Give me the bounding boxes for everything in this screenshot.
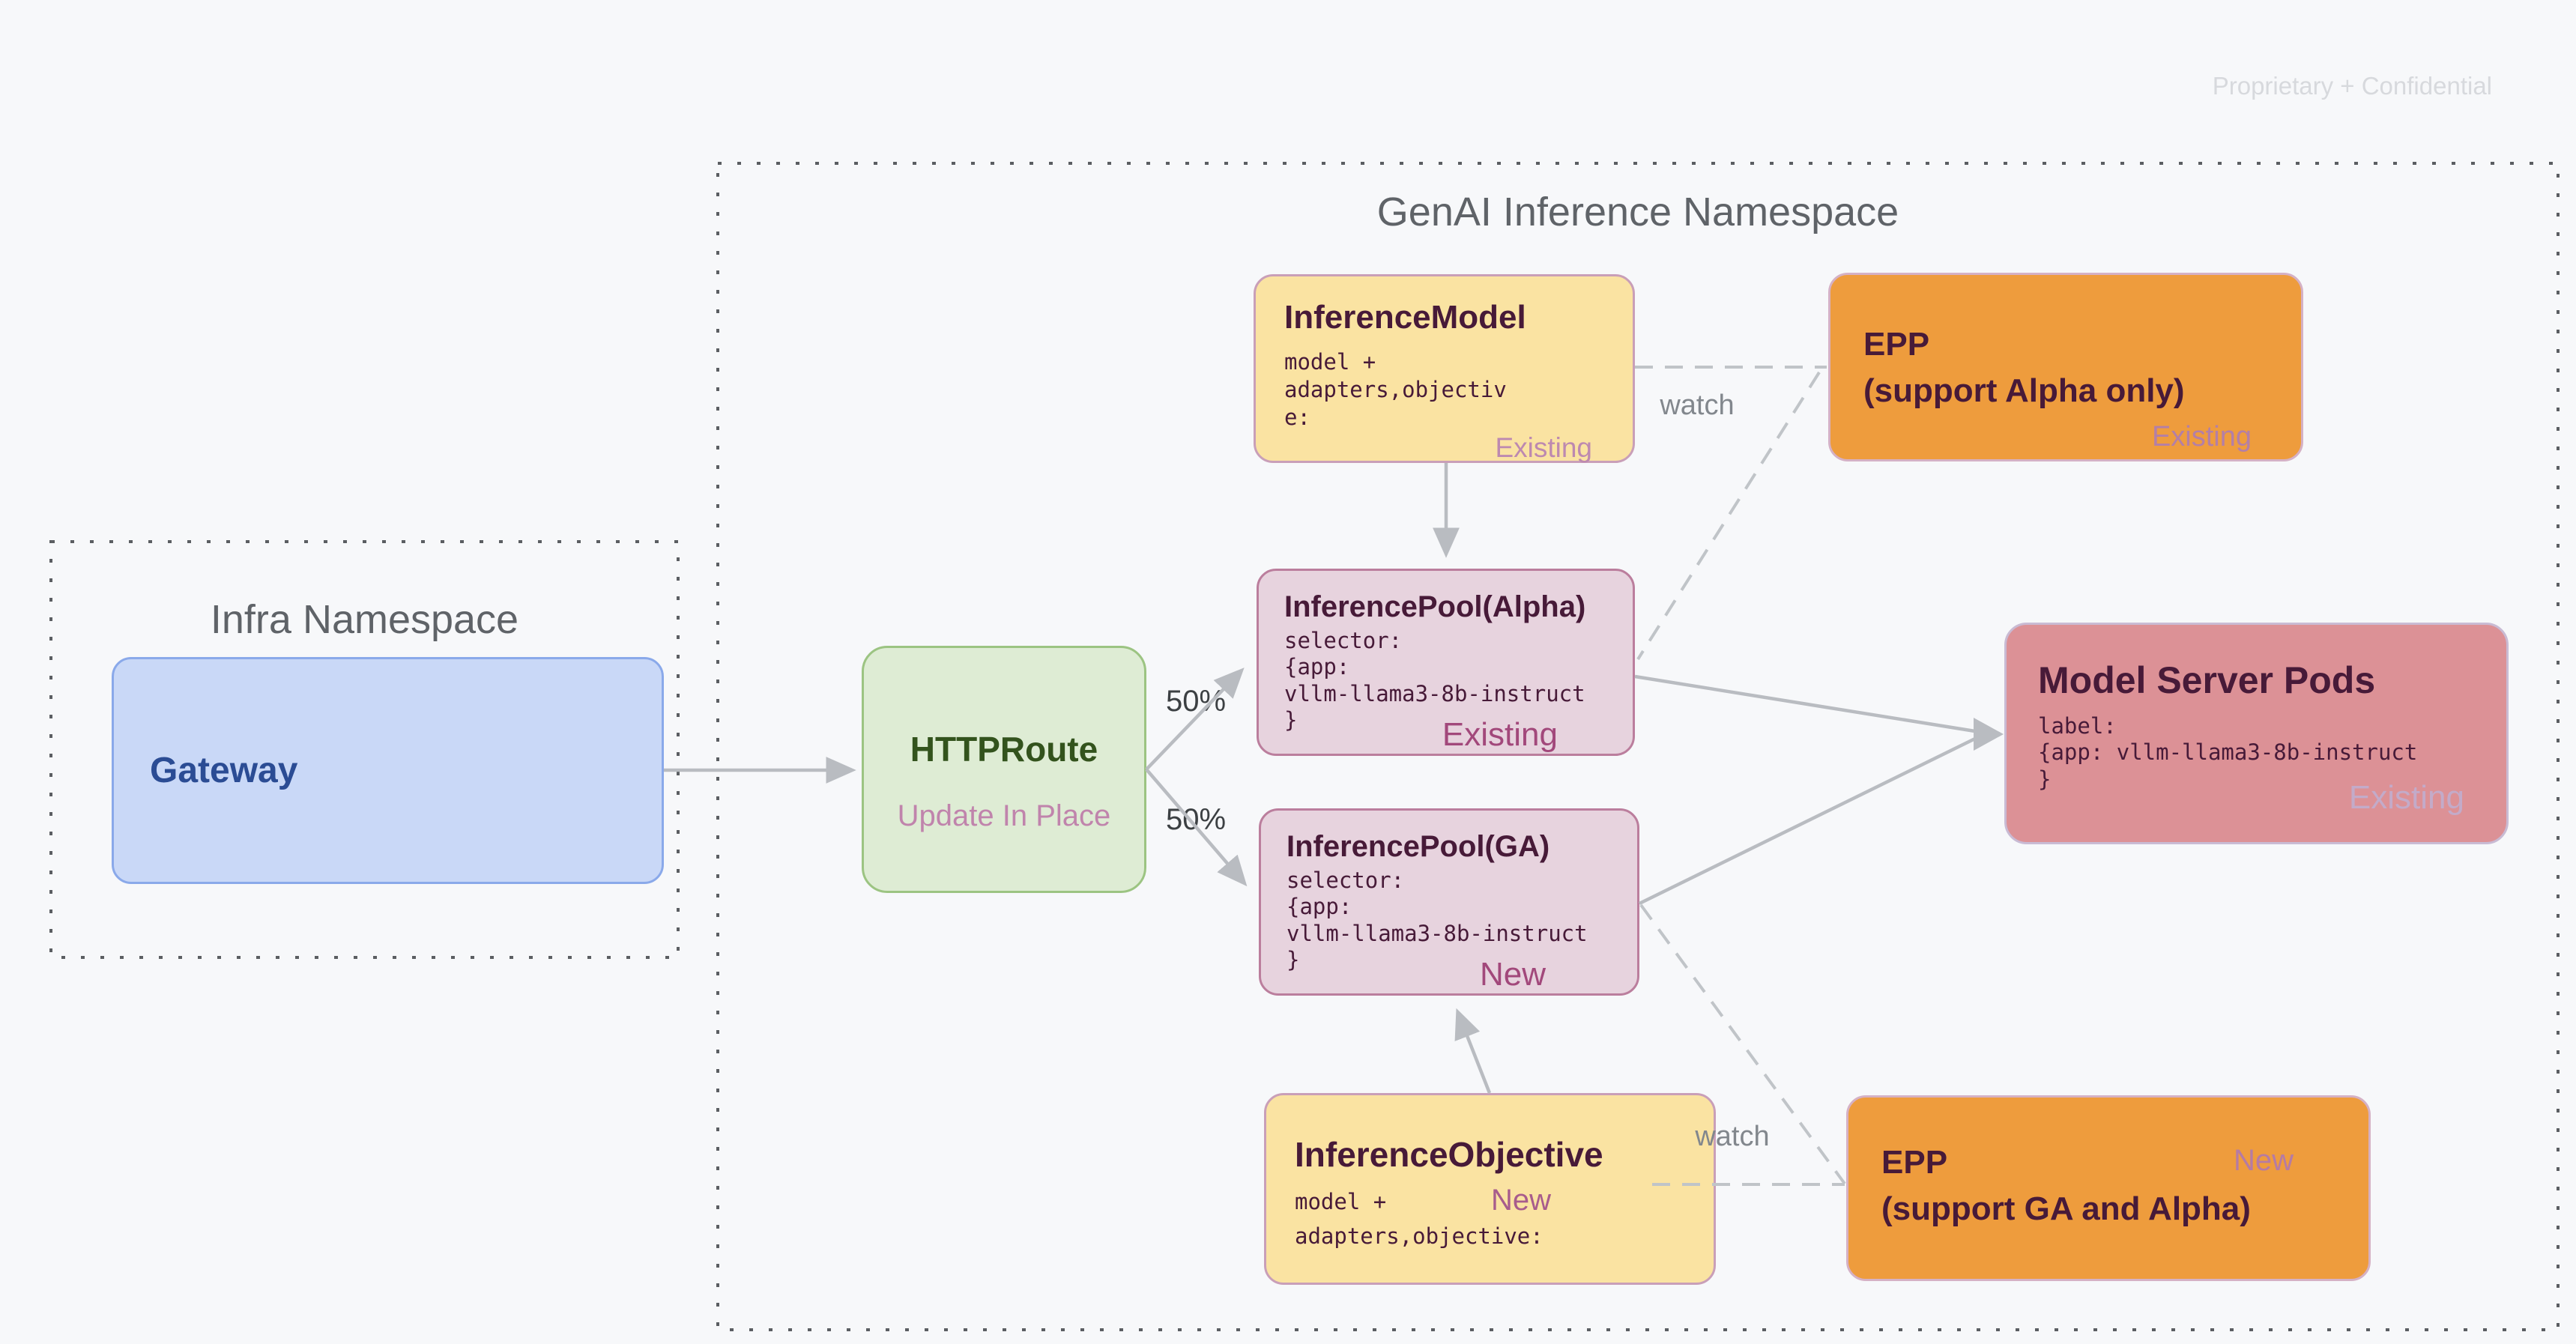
inference-objective-body-line1: model + (1295, 1189, 1387, 1214)
model-server-pods-title: Model Server Pods (2038, 659, 2376, 701)
epp-alpha-status-badge: Existing (2151, 421, 2252, 452)
edge-inferenceobjective-poolga (1454, 1008, 1492, 1094)
epp-alpha-title-line1: EPP (1863, 326, 1930, 363)
inference-model-body: model + adapters,objectiv e: (1284, 349, 1507, 431)
epp-alpha-title-line2: (support Alpha only) (1863, 372, 2185, 409)
epp-alpha-node: EPP (support Alpha only) Existing (1828, 273, 2303, 461)
traffic-split-label-bottom: 50% (1166, 803, 1227, 836)
infra-namespace-title: Infra Namespace (210, 597, 519, 642)
inference-pool-ga-title: InferencePool(GA) (1287, 830, 1550, 863)
watch-label-top: watch (1660, 390, 1735, 421)
inference-objective-status-badge: New (1491, 1184, 1552, 1217)
inference-objective-title: InferenceObjective (1295, 1135, 1603, 1174)
epp-ga-title: EPP (support GA and Alpha) (1881, 1139, 2251, 1232)
inference-objective-node: InferenceObjective model + adapters,obje… (1264, 1093, 1716, 1285)
epp-ga-status-badge: New (2233, 1144, 2294, 1177)
inference-model-node: InferenceModel model + adapters,objectiv… (1254, 274, 1635, 463)
epp-ga-node: EPP (support GA and Alpha) New (1846, 1095, 2371, 1281)
pods-arrowhead (1974, 718, 2004, 751)
inference-pool-ga-status-badge: New (1479, 956, 1546, 993)
watch-label-bottom: watch (1695, 1121, 1770, 1152)
epp-ga-title-line2: (support GA and Alpha) (1881, 1190, 2251, 1227)
traffic-split-label-top: 50% (1166, 685, 1227, 718)
epp-ga-title-line1: EPP (1881, 1144, 1948, 1181)
edge-poolga-pods (1639, 734, 1980, 906)
inference-model-status-badge: Existing (1495, 432, 1592, 463)
confidentiality-watermark: Proprietary + Confidential (2212, 72, 2492, 100)
httproute-title: HTTPRoute (910, 730, 1098, 769)
model-server-pods-node: Model Server Pods label: {app: vllm-llam… (2004, 623, 2509, 844)
inference-model-title: InferenceModel (1284, 299, 1526, 336)
edge-poolalpha-pods (1634, 674, 1980, 734)
model-server-pods-status-badge: Existing (2348, 779, 2464, 816)
httproute-node: HTTPRoute Update In Place (862, 646, 1146, 893)
gateway-node: Gateway (112, 657, 664, 884)
inference-pool-ga-node: InferencePool(GA) selector: {app: vllm-l… (1259, 808, 1639, 996)
inference-pool-alpha-title: InferencePool(Alpha) (1284, 590, 1586, 623)
genai-namespace-title: GenAI Inference Namespace (1376, 190, 1899, 234)
inference-pool-alpha-status-badge: Existing (1442, 716, 1558, 753)
gateway-title: Gateway (150, 750, 298, 790)
httproute-subtitle: Update In Place (897, 799, 1111, 832)
inference-pool-alpha-node: InferencePool(Alpha) selector: {app: vll… (1257, 569, 1635, 756)
inference-objective-body-line2: adapters,objective: (1295, 1223, 1544, 1249)
epp-alpha-title: EPP (support Alpha only) (1863, 321, 2185, 414)
